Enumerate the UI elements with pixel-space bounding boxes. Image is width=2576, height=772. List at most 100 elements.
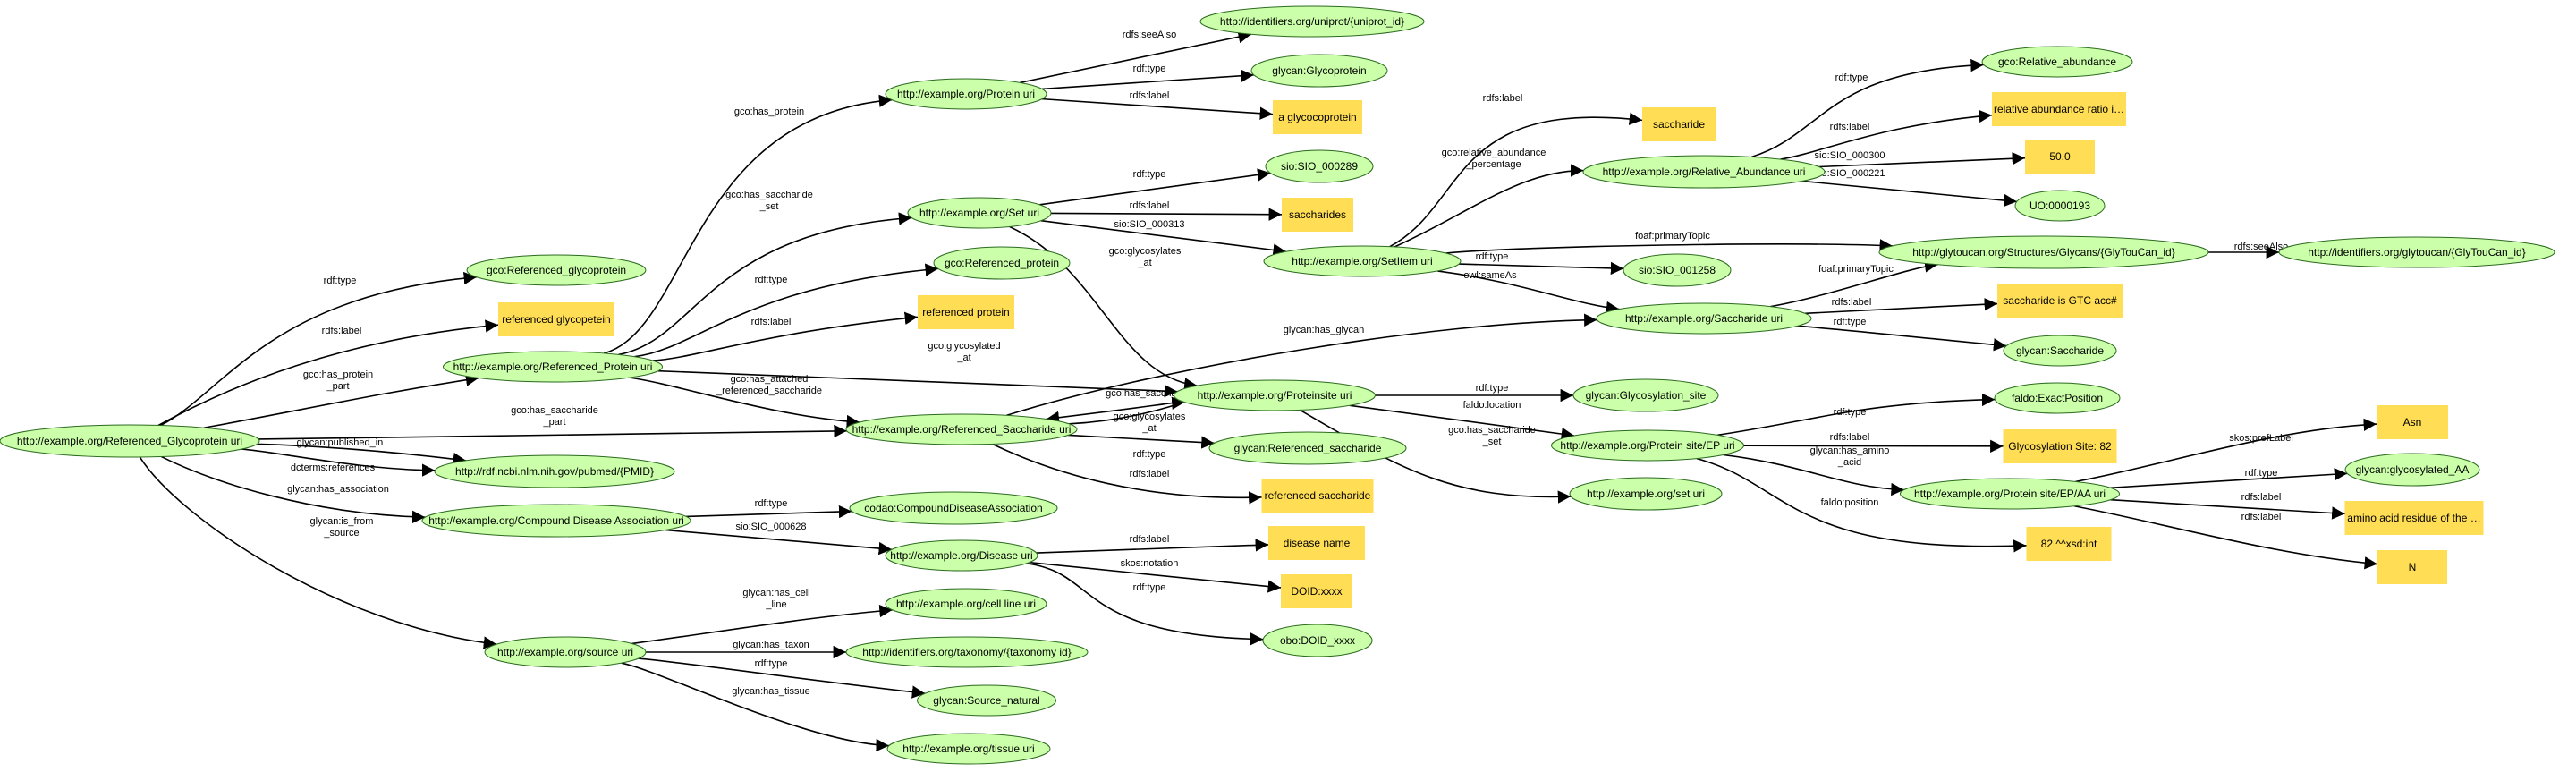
node-label: http://example.org/set uri: [1587, 488, 1705, 500]
node-lit-asn: Asn: [2377, 405, 2448, 439]
edge-rdfs-label-49: [2073, 505, 2378, 570]
edge-sio-sio-000221-29: [1801, 180, 2017, 208]
resource-ellipse: [1265, 149, 1374, 183]
node-label: glycan:Glycosylation_site: [1586, 389, 1707, 402]
node-cd-assoc: http://example.org/Compound Disease Asso…: [421, 504, 691, 538]
literal-box: [498, 302, 614, 336]
node-label: http://example.org/Compound Disease Asso…: [428, 514, 684, 527]
node-rel-abund: http://example.org/Relative_Abundance ur…: [1582, 155, 1826, 189]
resource-ellipse: [917, 684, 1056, 717]
literal-box: [1261, 479, 1374, 513]
node-label: 82 ^^xsd:int: [2041, 538, 2097, 550]
resource-ellipse: [1623, 253, 1732, 287]
node-label: codao:CompoundDiseaseAssociation: [864, 502, 1042, 514]
edge-gco-has-attached-13: [629, 377, 860, 428]
node-setitem: http://example.org/SetItem uri: [1263, 245, 1462, 277]
resource-ellipse: [434, 454, 675, 488]
node-pubmed: http://rdf.ncbi.nlm.nih.gov/pubmed/{PMID…: [434, 454, 675, 488]
resource-ellipse: [1174, 379, 1376, 411]
node-ref-saccharide: http://example.org/Referenced_Saccharide…: [845, 413, 1078, 445]
edge-label-rdfs-label-52: rdfs:label: [1130, 534, 1170, 545]
node-lit-50: 50.0: [2025, 140, 2095, 174]
node-label: relative abundance ratio i…: [1994, 103, 2124, 115]
edge-label-glycan-has-tissue-58: glycan:has_tissue: [732, 686, 809, 697]
node-label: Glycosylation Site: 82: [2008, 440, 2112, 453]
literal-box: [2377, 550, 2447, 584]
edge-label-gco-relative-abundance-22: gco:relative_abundance_percentage: [1442, 148, 1546, 170]
node-label: obo:DOID_xxxx: [1280, 634, 1355, 647]
edge-rdfs-label-16: [1041, 98, 1274, 120]
node-protein: http://example.org/Protein uri: [885, 78, 1047, 110]
edge-gco-glycosylated-12: [657, 369, 1178, 398]
node-label: gco:Referenced_glycoprotein: [487, 264, 626, 276]
edge-label-rdfs-seealso-30: rdfs:seeAlso: [2234, 242, 2289, 252]
resource-ellipse: [1582, 155, 1826, 189]
literal-box: [1997, 284, 2123, 318]
edge-rdf-type-10: [634, 263, 938, 358]
edge-gco-has-saccharide-41: [1300, 409, 1572, 504]
resource-ellipse: [1572, 378, 1719, 412]
edge-label-rdfs-label-37: rdfs:label: [1130, 469, 1170, 479]
resource-ellipse: [886, 733, 1051, 765]
edge-label-skos-preflabel-46: skos:prefLabel: [2229, 433, 2293, 444]
node-label: http://example.org/Disease uri: [890, 549, 1032, 562]
node-label: http://example.org/source uri: [497, 646, 633, 658]
resource-ellipse: [907, 197, 1052, 229]
edge-glycan-has-amino-44: [1723, 454, 1904, 496]
edge-label-rdf-type-50: rdf:type: [755, 498, 788, 509]
literal-box: [1282, 198, 1353, 232]
edge-owl-sameas-25: [1437, 270, 1620, 315]
node-sio289: sio:SIO_000289: [1265, 149, 1374, 183]
edge-label-rdfs-seealso-14: rdfs:seeAlso: [1123, 30, 1177, 40]
edge-sio-sio-000313-19: [1040, 219, 1286, 257]
node-label: http://example.org/Referenced_Protein ur…: [453, 361, 653, 373]
edge-faldo-location-40: [1349, 404, 1575, 441]
node-label: http://example.org/Proteinsite uri: [1198, 389, 1352, 402]
edge-label-glycan-has-amino-44: glycan:has_amino_acid: [1810, 445, 1890, 468]
node-lit-ref-sacch: referenced saccharide: [1261, 479, 1374, 513]
node-label: N: [2409, 561, 2417, 573]
node-proteinsite: http://example.org/Proteinsite uri: [1174, 379, 1376, 411]
edge-glycan-has-association-6: [160, 455, 426, 524]
edge-gco-has-saccharide-9: [618, 212, 912, 356]
edge-labels-layer: rdf:typerdfs:labelgco:has_protein_partgc…: [287, 30, 2293, 697]
resource-ellipse: [2003, 335, 2117, 367]
edge-rdfs-label-37: [992, 443, 1262, 505]
resource-ellipse: [1994, 382, 2121, 414]
edge-rdf-type-54: [1026, 563, 1264, 646]
node-label: saccharide: [1653, 118, 1705, 131]
edge-label-rdfs-label-21: rdfs:label: [1483, 93, 1523, 104]
node-gco-rel-abund: gco:Relative_abundance: [1981, 46, 2133, 78]
resource-ellipse: [421, 504, 691, 538]
edge-label-dcterms-references-5: dcterms:references: [291, 462, 376, 473]
edge-label-glycan-has-taxon-56: glycan:has_taxon: [733, 640, 809, 650]
node-label: gco:Relative_abundance: [1998, 55, 2116, 68]
edge-label-rdf-type-10: rdf:type: [755, 275, 788, 285]
edge-rdfs-label-43: [1743, 439, 2004, 454]
node-glycan-glycosite: glycan:Glycosylation_site: [1572, 378, 1719, 412]
node-label: disease name: [1284, 537, 1351, 549]
edge-gco-glycosylates-35: [1069, 396, 1185, 425]
node-label: 50.0: [2049, 150, 2071, 163]
edge-label-skos-notation-53: skos:notation: [1121, 558, 1179, 569]
edge-label-rdf-type-42: rdf:type: [1834, 407, 1867, 418]
node-source: http://example.org/source uri: [484, 636, 647, 668]
edge-label-rdfs-label-1: rdfs:label: [322, 326, 362, 336]
node-label: faldo:ExactPosition: [2012, 392, 2103, 404]
resource-ellipse: [1569, 477, 1723, 511]
node-glycan-source-natural: glycan:Source_natural: [917, 684, 1056, 717]
node-label: referenced protein: [922, 306, 1009, 318]
edge-rdf-type-50: [686, 505, 852, 519]
resource-ellipse: [849, 491, 1058, 525]
edge-sio-sio-000628-51: [665, 529, 892, 556]
node-label: sio:SIO_001258: [1639, 264, 1716, 276]
node-lit-saccharides: saccharides: [1282, 198, 1353, 232]
edge-rdf-type-15: [1041, 69, 1254, 90]
node-label: saccharide is GTC acc#: [2003, 294, 2117, 307]
edge-label-gco-has-saccharide-41: gco:has_saccharide_set: [1448, 425, 1536, 447]
edge-label-rdf-type-36: rdf:type: [1133, 449, 1166, 460]
node-label: glycan:Referenced_saccharide: [1234, 442, 1382, 454]
edge-label-rdfs-label-18: rdfs:label: [1130, 200, 1170, 211]
edge-label-rdfs-label-32: rdfs:label: [1832, 297, 1872, 308]
node-sio1258: sio:SIO_001258: [1623, 253, 1732, 287]
